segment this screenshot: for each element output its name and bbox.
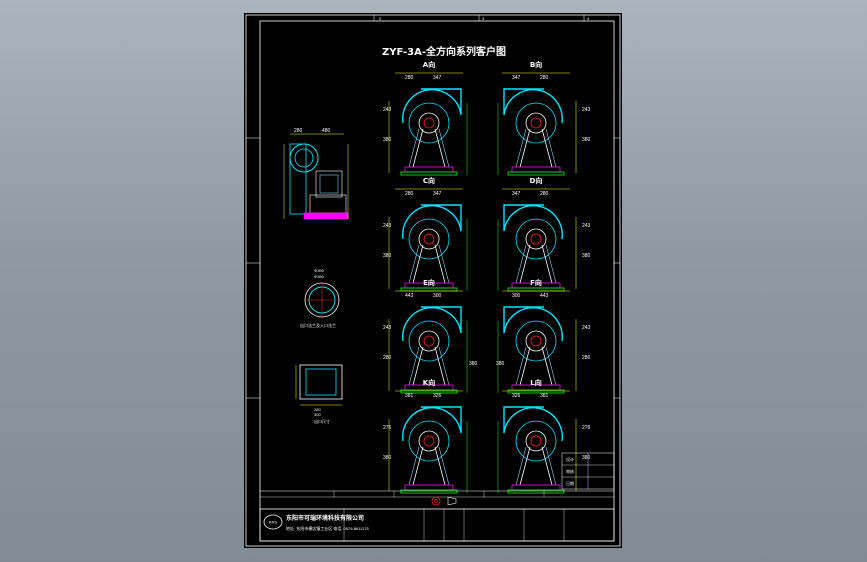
- dimension-label: 347: [512, 75, 521, 81]
- projection-symbol-icon: [431, 496, 457, 506]
- dimension-label: 243: [582, 223, 591, 229]
- dimension-label: 380: [383, 137, 392, 143]
- table-row: 日期: [566, 480, 574, 486]
- outlet-caption: 出口尺寸: [314, 418, 330, 424]
- zone-number: 4: [587, 16, 590, 21]
- drawing-title: ZYF-3A-全方向系列客户图: [382, 45, 506, 58]
- zone-number: 2: [379, 16, 382, 21]
- dimension-label: 280: [582, 355, 591, 361]
- dimension-label: 347: [433, 75, 442, 81]
- fan-view-c: C向 280 347 243 380: [383, 176, 468, 292]
- fan-view-e: E向 443 300 243 280 380: [383, 278, 478, 394]
- dimension-label: 243: [383, 223, 392, 229]
- side-dim-1: 280: [294, 128, 303, 134]
- cad-drawing: 2 3 4 ZYF-3A-全方向系列客户图 A向 280 347 243 380 B向 34…: [245, 14, 621, 547]
- dimension-label: 380: [582, 137, 591, 143]
- dimension-label: 380: [582, 253, 591, 259]
- inlet-dim-1: Φ390: [314, 268, 325, 273]
- dimension-label: 280: [405, 191, 414, 197]
- title-block: [259, 508, 615, 542]
- company-logo: KRS: [263, 514, 283, 530]
- fan-view-b: B向 347 280 243 380: [497, 60, 591, 176]
- dimension-label: 380: [383, 455, 392, 461]
- fan-view-d: D向 347 280 243 380: [497, 176, 591, 292]
- inner-frame: [259, 20, 615, 542]
- dimension-label: 347: [512, 191, 521, 197]
- fan-view-g: K向 381 326 276 380: [383, 378, 468, 494]
- view-label: E向: [423, 278, 435, 287]
- dimension-label: 276: [582, 425, 591, 431]
- dimension-label: 380: [582, 455, 591, 461]
- side-view: 280 480: [283, 128, 349, 220]
- dimension-label: 243: [582, 107, 591, 113]
- drawing-sheet: 2 3 4 ZYF-3A-全方向系列客户图 A向 280 347 243 380 B向 34…: [244, 13, 622, 548]
- zone-ticks: [246, 15, 620, 399]
- dimension-label: 280: [383, 355, 392, 361]
- inlet-dim-2: Φ350: [314, 274, 325, 279]
- inlet-flange-detail: Φ390 Φ350 出口法兰及入口法兰: [300, 268, 340, 328]
- outer-frame: [245, 14, 621, 547]
- view-label: L向: [530, 378, 541, 387]
- logo-text: KRS: [269, 520, 278, 525]
- view-label: F向: [530, 278, 542, 287]
- dimension-label: 280: [540, 191, 549, 197]
- view-label: D向: [530, 176, 543, 185]
- view-label: K向: [423, 378, 435, 387]
- dimension-label: 326: [512, 393, 521, 399]
- view-label: A向: [423, 60, 435, 69]
- dimension-label: 243: [582, 325, 591, 331]
- table-row: 设计: [566, 456, 574, 462]
- table-row: 审核: [566, 468, 574, 474]
- zone-number: 3: [482, 16, 485, 21]
- view-label: B向: [530, 60, 542, 69]
- dimension-label: 243: [383, 107, 392, 113]
- dimension-label: 326: [433, 393, 442, 399]
- company-name: 东阳市可瑞环境科技有限公司: [286, 514, 364, 522]
- dimension-label: 381: [405, 393, 414, 399]
- inlet-caption: 出口法兰及入口法兰: [300, 322, 336, 328]
- dimension-label: 443: [540, 293, 549, 299]
- outlet-dim-2: 300: [314, 412, 321, 417]
- side-dim-2: 480: [322, 128, 331, 134]
- view-label: C向: [423, 176, 435, 185]
- dimension-label: 243: [383, 325, 392, 331]
- dimension-label: 276: [383, 425, 392, 431]
- dimension-label: 381: [540, 393, 549, 399]
- outlet-dim-1: 280: [314, 407, 321, 412]
- dimension-label: 443: [405, 293, 414, 299]
- dimension-label: 347: [433, 191, 442, 197]
- dimension-label: 380: [469, 361, 478, 367]
- fan-view-h: L向 326 381 276 380: [497, 378, 591, 494]
- dimension-label: 380: [496, 361, 505, 367]
- dimension-label: 280: [540, 75, 549, 81]
- fan-view-a: A向 280 347 243 380: [383, 60, 468, 176]
- company-address: 地址: 东阳市横店镇工业区 电话: 0579-8611175: [286, 525, 370, 531]
- fan-view-f: F向 300 443 243 280 380: [496, 278, 591, 394]
- dimension-label: 300: [512, 293, 521, 299]
- dimension-label: 300: [433, 293, 442, 299]
- outlet-detail: 280 300 出口尺寸: [295, 364, 343, 424]
- revision-table: 设计 审核 日期: [561, 452, 615, 490]
- dimension-label: 380: [383, 253, 392, 259]
- dimension-label: 280: [405, 75, 414, 81]
